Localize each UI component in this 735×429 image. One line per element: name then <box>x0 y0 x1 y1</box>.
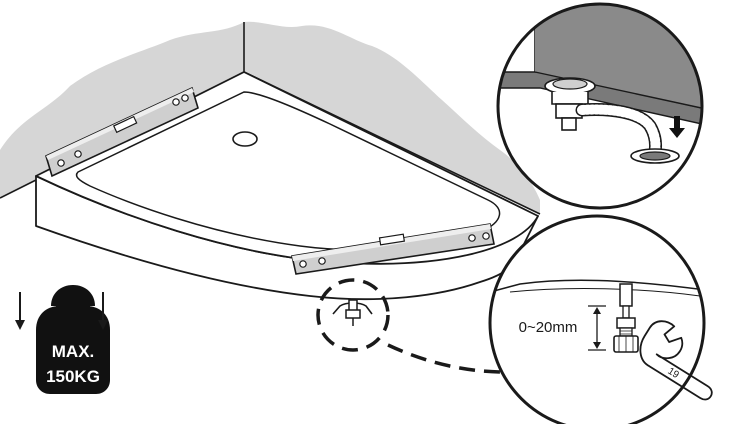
spirit-level-icon <box>291 223 495 275</box>
weight-label-line1: MAX. <box>52 342 95 361</box>
wrench-icon: 19 <box>639 320 713 401</box>
down-arrow-icon <box>15 292 25 330</box>
adjust-range-label: 0~20mm <box>519 319 578 336</box>
foot-detail-callout: 0~20mm 19 <box>488 214 713 429</box>
foot-callout-marker <box>316 278 390 352</box>
drain-hole <box>232 131 258 147</box>
drain-icon <box>544 77 680 164</box>
spirit-level-icon <box>45 86 199 178</box>
down-arrow-icon <box>669 116 685 138</box>
weight-label-line2: 150KG <box>46 367 100 386</box>
callout-connector <box>387 343 506 374</box>
down-arrow-icon <box>98 292 108 330</box>
weight-icon: MAX. 150KG <box>36 285 110 394</box>
